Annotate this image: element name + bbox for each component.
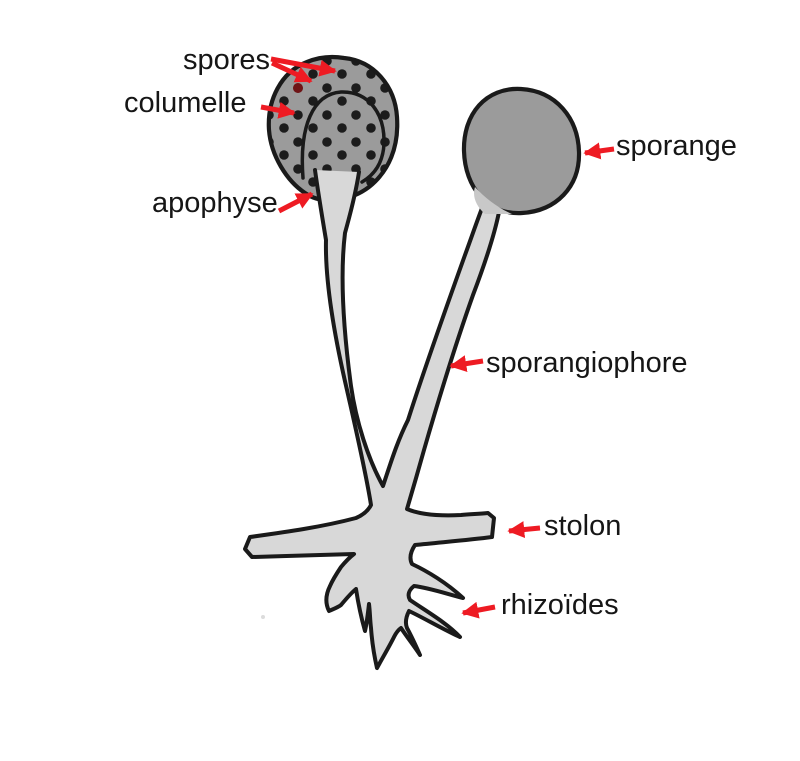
spores-arrow-lower bbox=[270, 60, 313, 84]
sporange-arrow bbox=[583, 142, 615, 160]
dark-red-spore-dot bbox=[293, 83, 303, 93]
sporange-head bbox=[461, 86, 582, 216]
label-stolon: stolon bbox=[544, 510, 622, 542]
label-apophyse: apophyse bbox=[152, 187, 278, 219]
label-sporange: sporange bbox=[616, 130, 737, 162]
mycelium-outline bbox=[243, 168, 501, 670]
annotation-arrows bbox=[260, 56, 615, 619]
apophyse-arrow bbox=[277, 191, 314, 214]
label-columelle: columelle bbox=[124, 87, 247, 119]
spores-arrow-upper bbox=[270, 56, 337, 77]
stolon-arrow bbox=[507, 521, 541, 538]
columelle-arrow bbox=[260, 101, 296, 119]
sporangiophore-arrow bbox=[449, 355, 484, 373]
stray-mark bbox=[261, 615, 265, 619]
sporange-head-group bbox=[461, 86, 582, 216]
label-sporangiophore: sporangiophore bbox=[486, 347, 688, 379]
rhizoides-arrow bbox=[461, 601, 496, 619]
spore-head-group bbox=[266, 54, 400, 203]
label-rhizoides: rhizoïdes bbox=[501, 589, 619, 621]
label-spores: spores bbox=[183, 44, 271, 76]
stalk-attachment-patch bbox=[474, 187, 512, 214]
mycelium-fill bbox=[245, 170, 499, 668]
columella-outline bbox=[300, 90, 386, 184]
mycelium-group bbox=[243, 168, 501, 670]
